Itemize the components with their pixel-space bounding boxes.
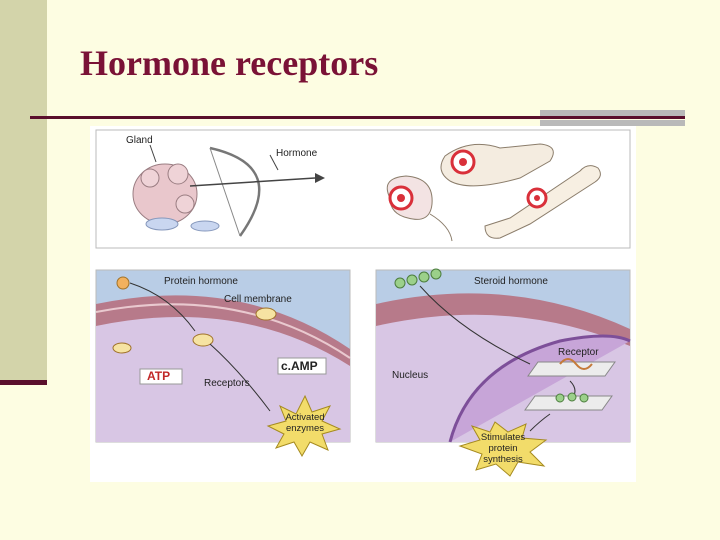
bound-steroid-1: [555, 393, 565, 403]
stimulates-synthesis-star: [458, 421, 548, 477]
gland-lobe-1: [140, 168, 160, 188]
camp-label: c.AMP: [281, 359, 318, 373]
receptor-shape-2: [255, 307, 277, 321]
camp-box: [277, 357, 327, 375]
protein-hormone-dot: [116, 276, 130, 290]
left-decorative-band: [0, 0, 47, 384]
activated-enzymes-label: Activated enzymes: [285, 412, 325, 434]
kidney-tube: [429, 213, 453, 242]
title-rule: [30, 116, 685, 119]
gland-label: Gland: [126, 135, 153, 146]
hormone-label: Hormone: [276, 148, 318, 159]
activated-enzymes-star: [266, 394, 342, 458]
protein-membrane-highlight: [95, 303, 351, 359]
protein-membrane: [96, 295, 350, 366]
target-center-2: [397, 194, 405, 202]
cell-membrane-label: Cell membrane: [224, 294, 292, 305]
figure-illustration: [95, 129, 631, 477]
stimulates-synthesis-label: Stimulates protein synthesis: [480, 432, 526, 465]
receptor-label: Receptor: [558, 347, 599, 358]
receptor-shape-3: [112, 342, 132, 354]
receptor-shape-1: [192, 333, 214, 347]
receptor-plate-1: [527, 361, 616, 377]
enzyme-path-arrow: [209, 343, 271, 412]
synthesis-path-arrow: [529, 413, 551, 432]
slide-title: Hormone receptors: [80, 43, 379, 83]
steroid-path-arrow-1: [419, 285, 531, 365]
steroid-dot-4: [430, 268, 442, 280]
protein-path-arrow: [129, 282, 196, 332]
receptors-label: Receptors: [204, 378, 250, 389]
steroid-dot-3: [418, 271, 430, 283]
bow-string: [209, 147, 241, 237]
gland-pointer: [149, 144, 157, 163]
target-center-1: [459, 158, 467, 166]
protein-hormone-label: Protein hormone: [164, 276, 238, 287]
rule-accent-top: [540, 110, 685, 116]
atp-label: ATP: [147, 369, 171, 383]
atp-box: [139, 368, 183, 385]
steroid-hormone-label: Steroid hormone: [474, 276, 548, 287]
gland-lobe-2: [167, 163, 189, 185]
protein-cell-interior: [96, 307, 350, 442]
bound-steroid-2: [567, 392, 577, 402]
arrow-head: [315, 173, 325, 183]
receptor-squiggle: [559, 358, 593, 370]
nucleus-label: Nucleus: [392, 370, 429, 381]
gland-foot-2: [190, 220, 220, 232]
bound-steroid-3: [579, 393, 589, 403]
rule-accent-bottom: [540, 120, 685, 126]
gland-feet: [145, 217, 179, 231]
hormone-pointer: [269, 154, 279, 171]
target-center-3: [534, 195, 540, 201]
steroid-membrane: [376, 293, 630, 346]
steroid-dot-1: [394, 277, 406, 289]
left-band-underline: [0, 380, 47, 385]
hormone-receptor-figure: Gland Hormone Protein hormone Cell membr…: [90, 126, 636, 482]
steroid-dot-2: [406, 274, 418, 286]
bow-arc: [209, 146, 261, 237]
arrow-shaft: [189, 177, 316, 187]
gland-lobe-3: [175, 194, 195, 214]
